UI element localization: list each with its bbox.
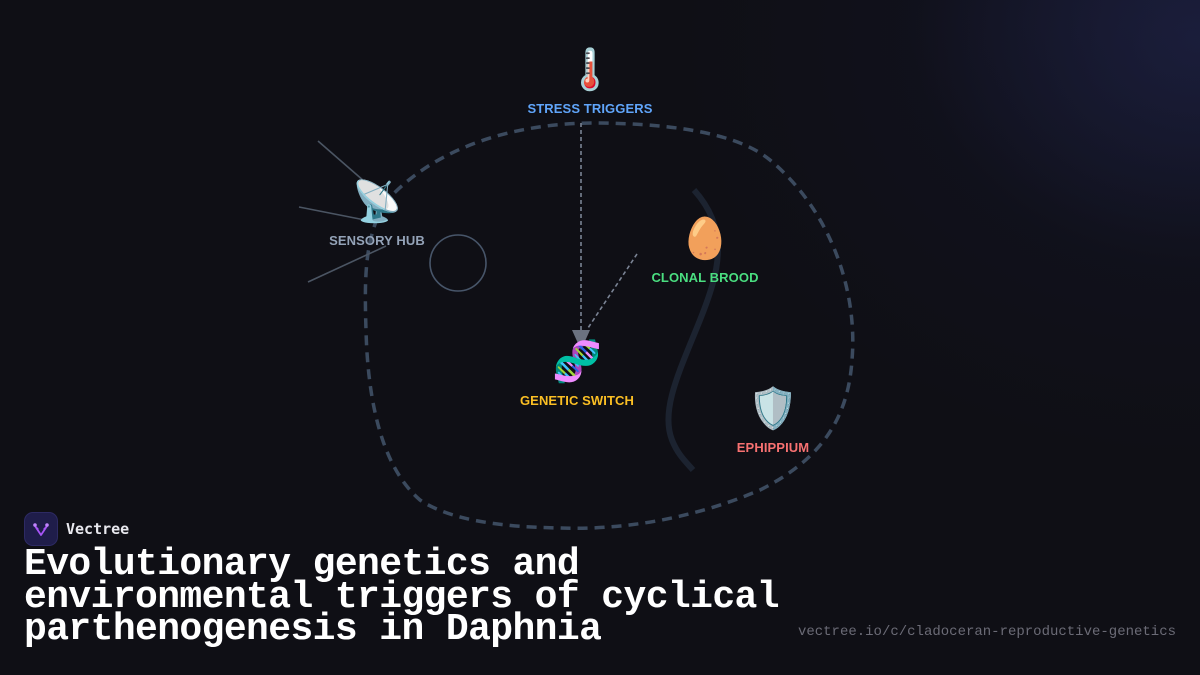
eye-circle [429,234,487,292]
source-url[interactable]: vectree.io/c/cladoceran-reproductive-gen… [797,624,1176,640]
node-genetic-switch[interactable]: 🧬 GENETIC SWITCH [520,337,634,408]
antenna-line-1 [317,140,373,189]
egg-icon: 🥚 [680,216,730,262]
shield-icon: 🛡️ [748,386,798,432]
node-label: EPHIPPIUM [736,440,810,455]
connector-clonal-to-genetic [587,253,638,329]
satellite-antenna-icon: 📡 [352,179,402,225]
node-sensory-hub[interactable]: 📡 SENSORY HUB [329,177,425,248]
node-ephippium[interactable]: 🛡️ EPHIPPIUM [737,384,809,455]
node-label: GENETIC SWITCH [519,393,635,408]
node-label: STRESS TRIGGERS [527,101,653,116]
antenna-line-3 [307,245,387,283]
organism-outline [363,121,855,530]
brand-name: Vectree [66,520,130,538]
thermometer-icon: 🌡️ [565,47,615,93]
node-stress-triggers[interactable]: 🌡️ STRESS TRIGGERS [527,45,652,116]
antenna-line-2 [298,206,371,222]
vectree-logo-icon [24,512,58,546]
gut-curve [665,187,721,472]
brand[interactable]: Vectree [24,512,129,546]
node-label: CLONAL BROOD [651,270,759,285]
page-title: Evolutionary genetics and environmental … [24,543,780,651]
node-clonal-brood[interactable]: 🥚 CLONAL BROOD [651,214,758,285]
dna-icon: 🧬 [552,339,602,385]
arrowhead-icon [572,330,590,350]
node-label: SENSORY HUB [329,233,425,248]
